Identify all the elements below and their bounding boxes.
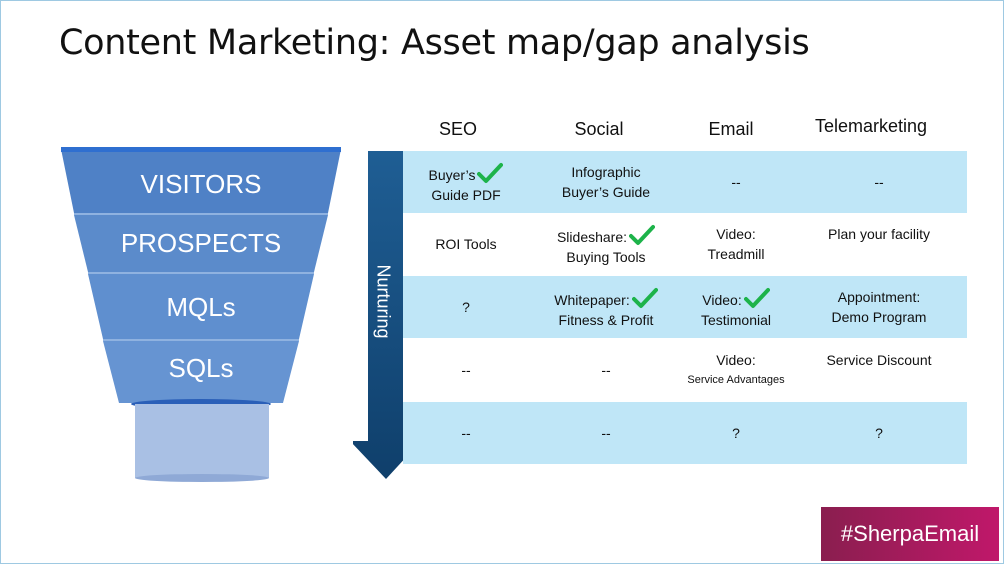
table-cell-text: Service Advantages: [687, 374, 785, 386]
funnel-stage-sqls: SQLs: [168, 353, 234, 383]
funnel-spout: [135, 404, 269, 478]
table-cell-text: --: [601, 362, 611, 378]
table-cell-text: Testimonial: [700, 312, 772, 328]
funnel-stage-prospects: PROSPECTS: [120, 228, 282, 258]
table-cell-text: Buyer’s Guide: [561, 184, 651, 200]
table-cell-text: Guide PDF: [431, 187, 501, 203]
funnel-stage-mqls: MQLs: [166, 292, 236, 322]
funnel-stage-mqls-shape: [88, 274, 314, 339]
table-cell-text: --: [601, 425, 611, 441]
table-cell: --: [391, 423, 541, 443]
table-cell: ROI Tools: [391, 234, 541, 254]
hashtag-badge: #SherpaEmail: [821, 507, 999, 561]
table-cell-text: Whitepaper:: [531, 287, 681, 310]
table-row-5: [403, 402, 967, 464]
table-row-3: [403, 276, 967, 338]
column-header-telemarketing: Telemarketing: [814, 116, 928, 136]
table-cell: Video: Service Advantages: [661, 350, 811, 390]
table-cell-text: --: [461, 362, 471, 378]
table-cell-text: Video:: [716, 226, 756, 242]
funnel-stage-visitors: VISITORS: [140, 169, 262, 199]
table-cell-text: --: [731, 174, 741, 190]
column-header-seo: SEO: [438, 119, 477, 139]
table-cell-text: ROI Tools: [435, 236, 497, 252]
table-cell: ?: [391, 297, 541, 317]
table-cell-text: Buyer’s: [391, 162, 541, 185]
funnel-stage-visitors-shape: [61, 149, 341, 213]
slide-title: Content Marketing: Asset map/gap analysi…: [59, 23, 810, 63]
table-cell-text: Fitness & Profit: [558, 312, 654, 328]
table-cell-text: Plan your facility: [828, 226, 930, 242]
table-cell-text: ?: [732, 425, 740, 441]
table-cell-text: --: [874, 174, 884, 190]
table-cell-text: Video:: [661, 287, 811, 310]
table-cell: Appointment: Demo Program: [804, 287, 954, 327]
funnel-graphic: [61, 147, 341, 482]
table-cell: ?: [804, 423, 954, 443]
table-cell-text: ?: [462, 299, 470, 315]
checkmark-icon: [743, 288, 770, 308]
table-cell: Whitepaper: Fitness & Profit: [531, 287, 681, 330]
table-cell: --: [531, 360, 681, 380]
table-cell: --: [804, 172, 954, 192]
table-cell: --: [391, 360, 541, 380]
nurturing-arrow: [353, 151, 421, 479]
table-row-1: [403, 151, 967, 213]
table-cell-text: ?: [875, 425, 883, 441]
table-cell: Video: Testimonial: [661, 287, 811, 330]
table-cell: --: [531, 423, 681, 443]
table-cell-text: Service Discount: [826, 352, 932, 368]
table-cell-text: --: [461, 425, 471, 441]
table-cell: ?: [661, 423, 811, 443]
column-header-social: Social: [574, 119, 624, 139]
table-cell-text: Buying Tools: [566, 249, 646, 265]
checkmark-icon: [629, 225, 656, 245]
checkmark-icon: [631, 288, 658, 308]
funnel-stage-prospects-shape: [74, 215, 328, 272]
table-cell-text: Treadmill: [707, 246, 765, 262]
table-cell: Slideshare: Buying Tools: [531, 224, 681, 267]
checkmark-icon: [477, 163, 504, 183]
table-cell: Plan your facility: [804, 224, 954, 244]
table-cell: Video: Treadmill: [661, 224, 811, 264]
table-cell: Service Discount: [804, 350, 954, 370]
table-cell-text: Demo Program: [831, 309, 927, 325]
column-header-email: Email: [708, 119, 754, 139]
funnel-stage-sqls-shape: [103, 341, 299, 403]
table-cell-text: Appointment:: [837, 289, 921, 305]
table-cell-text: Video:: [716, 352, 756, 368]
table-cell: --: [661, 172, 811, 192]
table-cell-text: Slideshare:: [531, 224, 681, 247]
table-cell-text: Infographic: [571, 164, 641, 180]
